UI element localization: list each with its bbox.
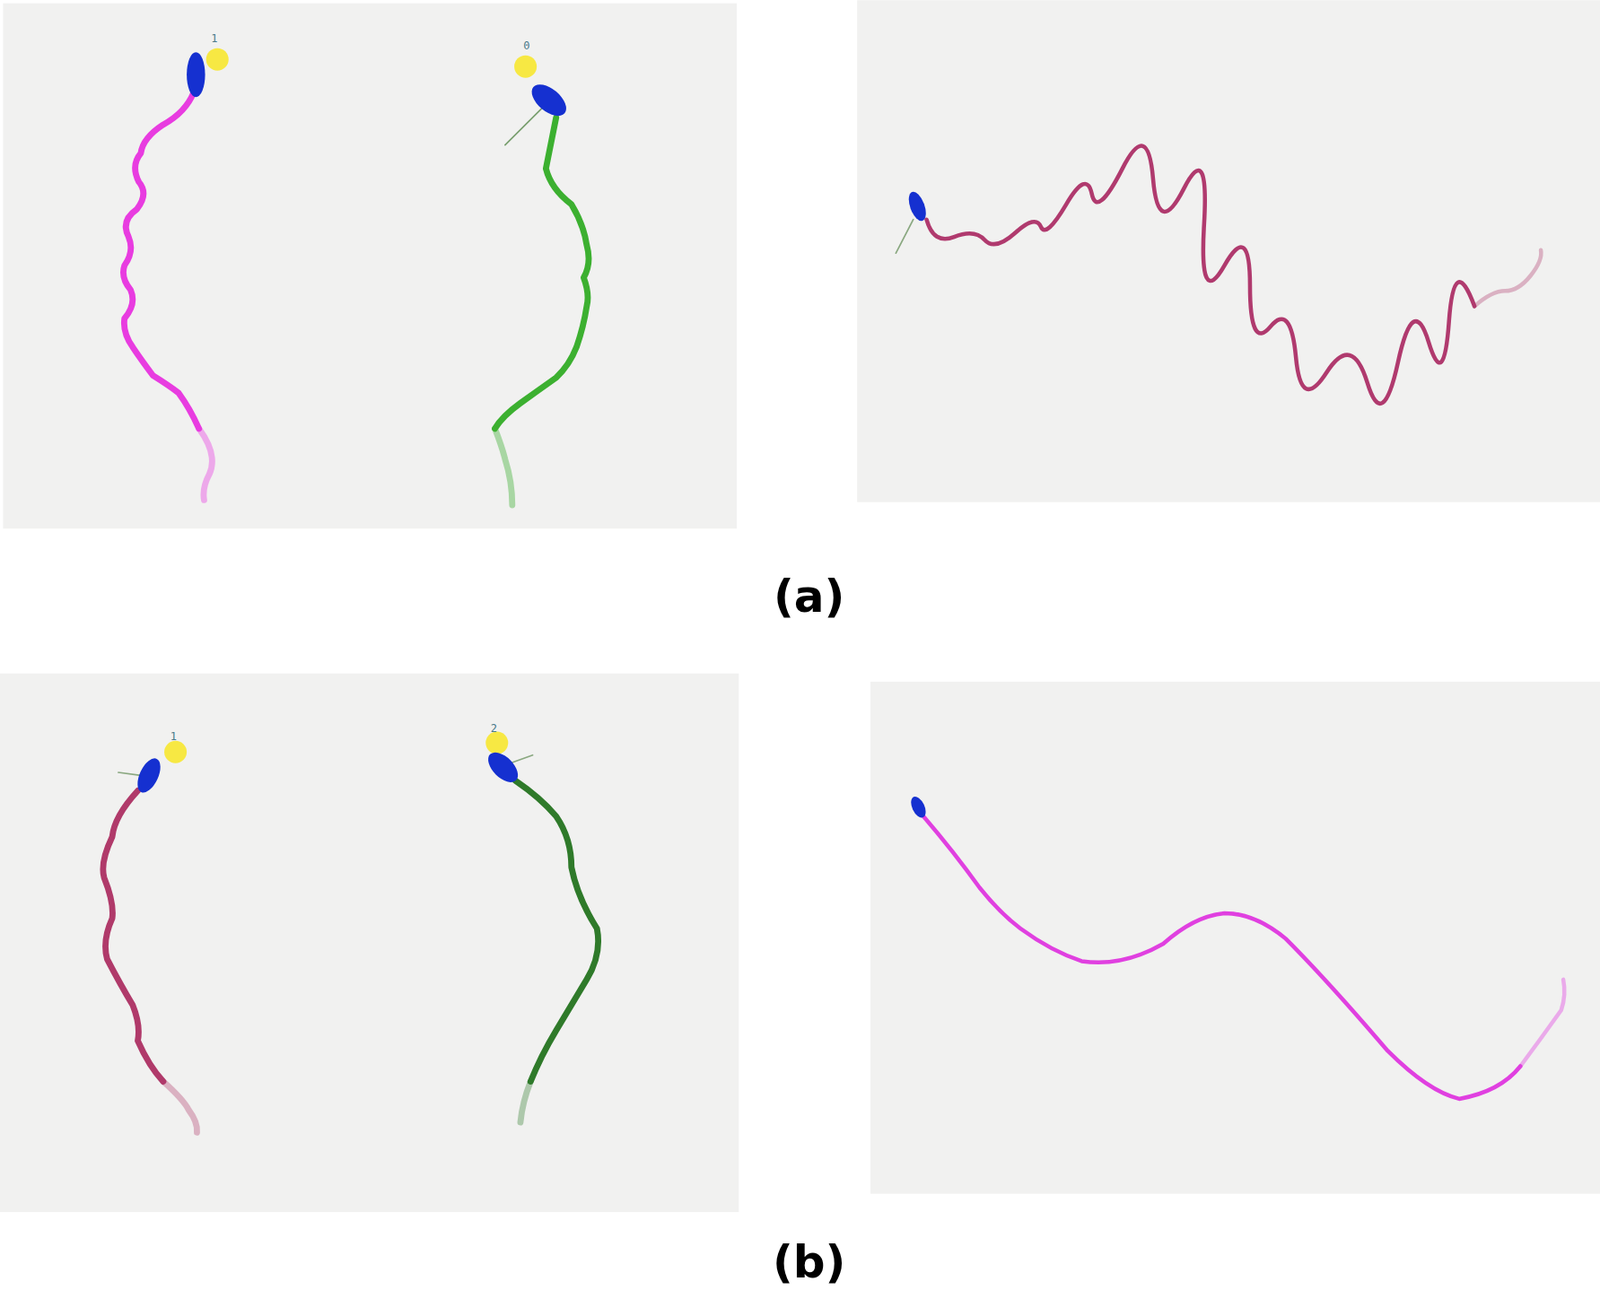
target-dot bbox=[164, 741, 187, 764]
panel-label: (b) bbox=[772, 1236, 847, 1289]
sperm-head bbox=[482, 747, 524, 788]
sperm-track bbox=[515, 780, 598, 1082]
sperm-track bbox=[926, 146, 1476, 404]
track-id: 0 bbox=[523, 39, 530, 53]
track-id: 2 bbox=[490, 722, 498, 735]
sperm-track-tail bbox=[163, 1082, 198, 1134]
sperm-head bbox=[132, 755, 166, 797]
sperm-head bbox=[905, 189, 930, 224]
sperm-track bbox=[103, 790, 164, 1082]
sperm-track-tail bbox=[495, 428, 513, 506]
panel-label: (a) bbox=[773, 570, 845, 623]
panel-ground bbox=[2, 3, 737, 530]
sperm-track-tail bbox=[1520, 979, 1565, 1067]
sperm-track bbox=[923, 816, 1521, 1100]
target-dot bbox=[206, 48, 229, 71]
sperm-track-tail bbox=[199, 428, 213, 501]
sperm-track bbox=[122, 92, 199, 429]
track-id: 1 bbox=[170, 730, 177, 744]
panel-ground bbox=[870, 681, 1600, 1195]
sperm-head bbox=[186, 52, 205, 97]
direction-arrow bbox=[895, 219, 913, 254]
direction-arrow bbox=[510, 755, 534, 764]
target-dot bbox=[514, 55, 537, 79]
sperm-head bbox=[908, 794, 929, 820]
direction-arrow bbox=[505, 107, 543, 146]
sperm-head bbox=[525, 78, 572, 122]
track-id: 1 bbox=[210, 32, 218, 45]
panel-ground bbox=[856, 0, 1600, 502]
sperm-track-tail bbox=[520, 1082, 531, 1123]
target-dot bbox=[485, 732, 508, 755]
sperm-track-tail bbox=[1474, 250, 1541, 307]
panel-ground bbox=[0, 673, 739, 1213]
direction-arrow bbox=[118, 772, 141, 776]
sperm-track bbox=[495, 117, 590, 429]
